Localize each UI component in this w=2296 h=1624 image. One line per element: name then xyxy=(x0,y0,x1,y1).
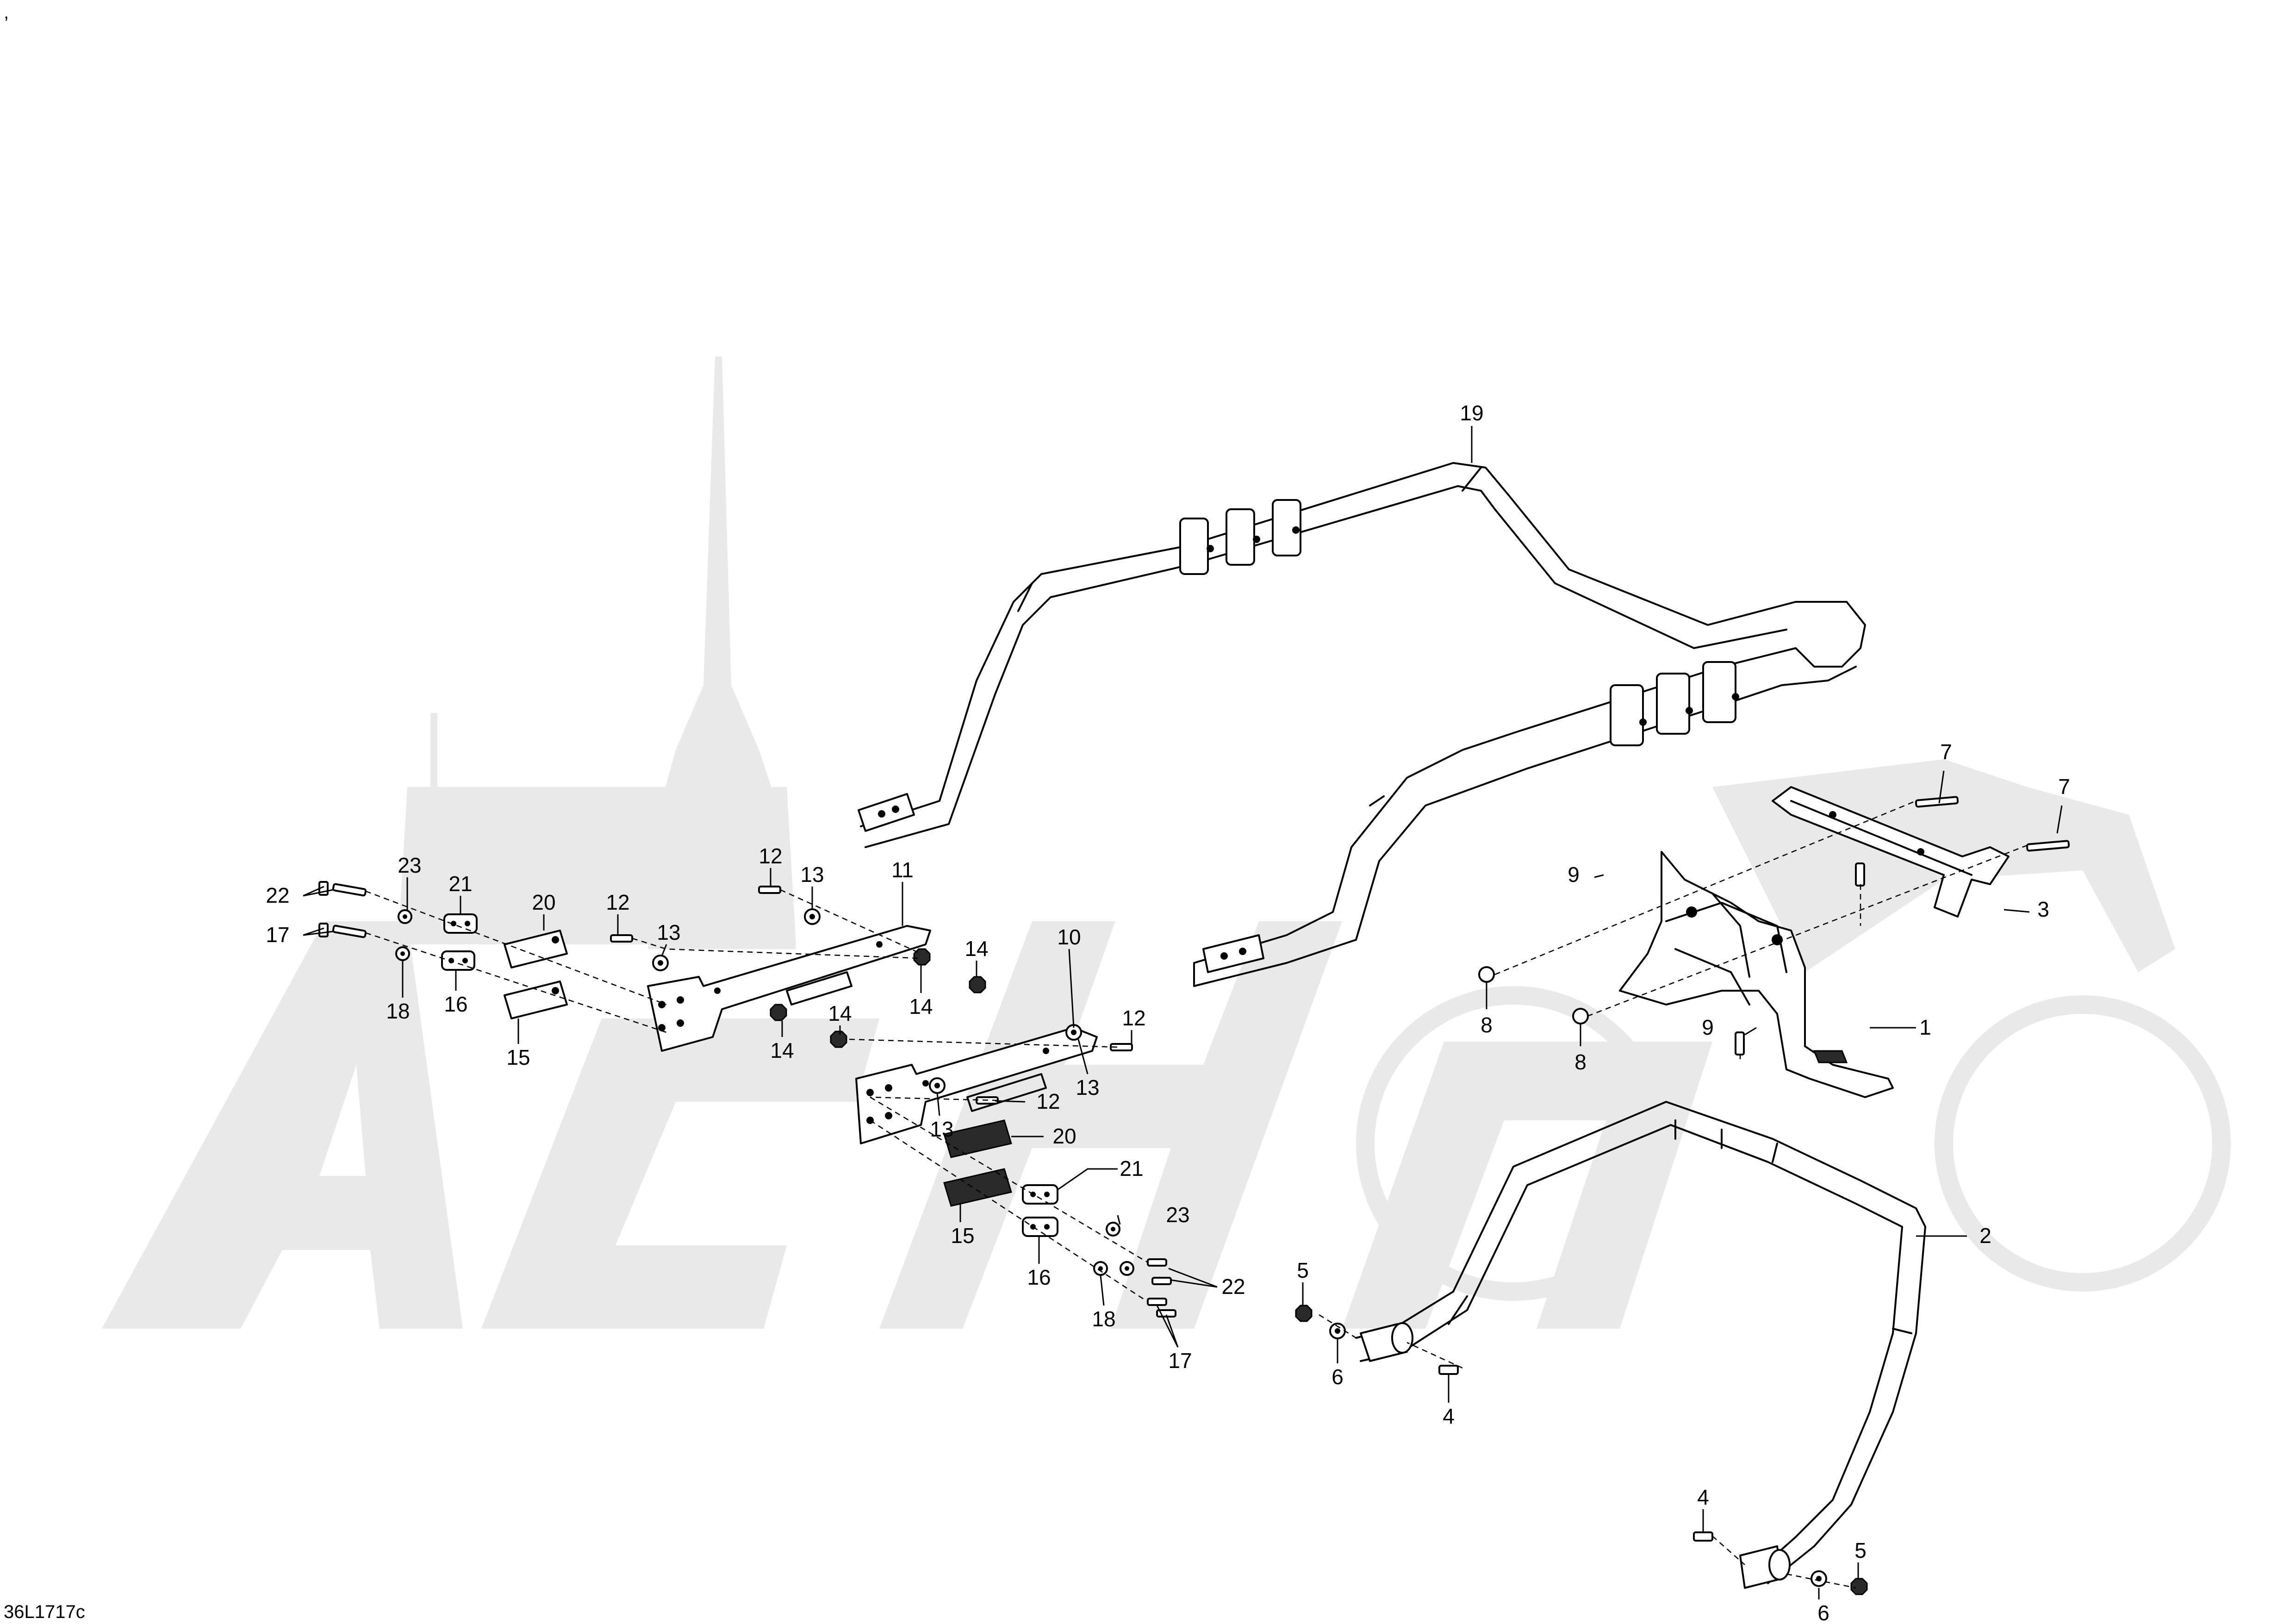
callout-12-c: 12 xyxy=(1122,1006,1145,1030)
callout-9-lower: 9 xyxy=(1702,1015,1714,1039)
callout-18-right: 18 xyxy=(1092,1307,1115,1331)
callout-8-left: 8 xyxy=(1481,1013,1493,1037)
part-19-clamp-front xyxy=(1179,499,1301,575)
callout-17-right: 17 xyxy=(1168,1349,1192,1373)
callout-13-c: 13 xyxy=(1076,1075,1099,1099)
callout-22-right: 22 xyxy=(1221,1274,1245,1299)
watermark-wheel-right xyxy=(1935,995,2231,1292)
callout-23-left: 23 xyxy=(398,853,421,877)
callout-19: 19 xyxy=(1460,401,1483,425)
assembly-lines xyxy=(365,800,2028,1589)
callout-21-right: 21 xyxy=(1120,1156,1143,1181)
callout-22-left: 22 xyxy=(266,883,289,907)
callout-14-b: 14 xyxy=(770,1038,794,1062)
callout-2: 2 xyxy=(1979,1224,1991,1248)
callout-7-right: 7 xyxy=(2058,775,2070,799)
top-mark: , xyxy=(4,2,9,23)
callout-11: 11 xyxy=(891,858,914,882)
callout-9-upper: 9 xyxy=(1568,862,1580,887)
callout-21-left: 21 xyxy=(448,872,472,896)
callout-4-right: 4 xyxy=(1697,1485,1709,1509)
callout-5-right: 5 xyxy=(1854,1538,1867,1562)
callout-6-left: 6 xyxy=(1332,1365,1344,1389)
watermark-building xyxy=(398,787,796,944)
callout-labels: 19 7 7 3 9 9 1 8 8 2 22 17 23 18 21 16 2… xyxy=(266,401,2070,1624)
callout-12-a: 12 xyxy=(606,890,629,914)
callout-16-left: 16 xyxy=(444,992,467,1016)
callout-14-c: 14 xyxy=(828,1001,852,1025)
watermark-wheel-left xyxy=(1356,986,1671,1301)
callout-1: 1 xyxy=(1919,1015,1931,1039)
callout-3: 3 xyxy=(2037,897,2049,921)
part-3-crossmember xyxy=(1772,786,2010,918)
callout-14-a: 14 xyxy=(909,994,933,1018)
part-10-bracket xyxy=(855,1027,1098,1144)
callout-13-a: 13 xyxy=(657,920,680,944)
callout-23-right: 23 xyxy=(1166,1203,1189,1227)
part-2-rear-roll-bar xyxy=(1355,1101,1926,1589)
callout-13-d: 13 xyxy=(930,1117,953,1141)
leader-lines xyxy=(303,426,2063,1599)
part-19-roll-bar xyxy=(858,462,1866,987)
callout-12-b: 12 xyxy=(759,844,782,868)
hardware-left-group xyxy=(318,881,931,1021)
watermark-letter-1 xyxy=(102,921,463,1329)
callout-8-right: 8 xyxy=(1574,1050,1587,1074)
callout-10: 10 xyxy=(1057,925,1081,949)
callout-15-left: 15 xyxy=(506,1045,530,1069)
watermark-letter-3 xyxy=(879,921,1342,1329)
callout-13-b: 13 xyxy=(800,862,824,887)
part-1-support-bracket xyxy=(1619,851,1894,1098)
drawing-code: 36L1717c xyxy=(4,1602,85,1622)
callout-20-right: 20 xyxy=(1052,1124,1076,1148)
callout-4-left: 4 xyxy=(1443,1404,1455,1428)
callout-17-left: 17 xyxy=(266,923,289,947)
callout-12-d: 12 xyxy=(1036,1089,1060,1113)
watermark-letter-2 xyxy=(481,1018,879,1329)
callout-15-right: 15 xyxy=(951,1224,974,1248)
callout-14-d: 14 xyxy=(964,937,988,961)
callout-20-left: 20 xyxy=(532,890,555,914)
callout-18-left: 18 xyxy=(386,999,410,1023)
part-11-bracket xyxy=(647,925,931,1052)
callout-16-right: 16 xyxy=(1027,1265,1051,1289)
callout-7-left: 7 xyxy=(1940,740,1952,764)
callout-6-right: 6 xyxy=(1817,1601,1829,1624)
part-19-clamp-rear xyxy=(1610,661,1739,746)
callout-5-left: 5 xyxy=(1297,1258,1309,1282)
watermark-flag xyxy=(430,713,437,796)
